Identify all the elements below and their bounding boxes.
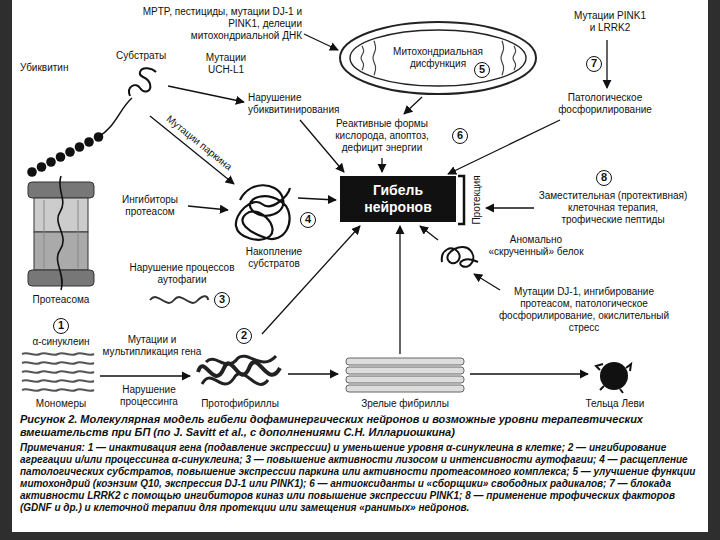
callout-number: 7: [586, 56, 602, 72]
annotation-label: Убиквитин: [20, 62, 90, 74]
arrow: [420, 226, 438, 240]
rotated-label: Протекция: [471, 175, 483, 224]
callout-number: 4: [300, 212, 316, 228]
callout-number: 5: [474, 62, 490, 78]
callout-number: 1: [53, 318, 69, 334]
misfolded-protein: [442, 247, 478, 267]
callout-number: 2: [236, 328, 252, 344]
lewy-body-halo: [596, 364, 631, 393]
arrow: [288, 373, 338, 374]
mitochondrion-node: Митохондриальная дисфункция: [338, 20, 538, 96]
substrate-tangle: [236, 185, 290, 239]
protein-chain: [57, 176, 63, 290]
chain-link: [98, 98, 132, 137]
callout-number: 3: [214, 292, 230, 308]
proteasome-ring: [34, 198, 88, 232]
fibril: [346, 358, 464, 365]
annotation-label: Нарушение процессинга: [108, 384, 190, 408]
protection-bracket: [458, 176, 464, 224]
arrow: [304, 34, 338, 50]
outcome-box: Гибель нейронов: [340, 176, 456, 222]
proteasome-ring: [34, 232, 88, 270]
annotation-label: Заместительная (протективная) клеточная …: [538, 190, 688, 226]
annotation-label: α-синуклеин: [20, 336, 102, 348]
crista: [373, 41, 376, 75]
arrow: [404, 97, 422, 114]
proteasome-stripe: [44, 200, 45, 268]
ubiquitin-bead: [37, 162, 47, 172]
annotation-label: Патологическое фосфорилирование: [550, 92, 660, 116]
annotation-label: Нарушение процессов аутофагии: [122, 262, 242, 286]
proteasome-stripe: [78, 200, 79, 268]
annotation-label: Мутации DJ-1, ингибирование протеасом, п…: [498, 286, 670, 334]
ubiquitin-bead: [56, 152, 66, 162]
monomer: [22, 371, 94, 373]
arrow: [381, 158, 382, 172]
arrow: [448, 120, 560, 174]
arrow: [168, 86, 244, 102]
outer-membrane: [340, 22, 536, 94]
annotation-label: Реактивные формы кислорода, апоптоз, деф…: [322, 118, 442, 154]
annotation-label: Накопление субстратов: [238, 246, 310, 270]
note-text: Примечания: 1 — инактивация гена (подавл…: [20, 442, 700, 514]
ubiquitin-bead: [65, 147, 75, 157]
annotation-label: Мутации UCH-L1: [196, 52, 256, 76]
annotation-label: Протеасома: [20, 294, 102, 306]
annotation-label: Субстраты: [116, 50, 186, 62]
callout-number: 6: [452, 128, 468, 144]
monomer: [22, 362, 94, 364]
inner-membrane: [350, 30, 526, 86]
protofibril: [206, 356, 276, 364]
rotated-label: Мутации паркина: [164, 113, 234, 173]
fibril: [346, 385, 464, 392]
figure-caption: Рисунок 2. Молекулярная модель гибели до…: [20, 413, 700, 439]
arrow: [150, 116, 234, 184]
fibril: [346, 376, 464, 383]
annotation-label: Аномально «скрученный» белок: [486, 234, 586, 258]
arrow: [262, 226, 360, 334]
arrow: [470, 373, 588, 374]
protofibril: [202, 374, 268, 385]
node-text: Гибель нейронов: [346, 182, 450, 216]
arrow: [100, 375, 190, 376]
annotation-label: MPTP, пестициды, мутации DJ-1 и PINK1, д…: [140, 6, 302, 42]
arrow: [399, 226, 400, 354]
crista: [361, 46, 364, 70]
arrow: [606, 40, 607, 88]
crista: [501, 41, 504, 75]
lewy-body: [600, 362, 628, 390]
arrow: [486, 207, 534, 208]
ubiquitin-bead: [75, 142, 85, 152]
arrow: [474, 274, 500, 290]
annotation-label: Нарушение убиквитинирования: [248, 92, 343, 116]
fibril: [346, 367, 464, 374]
ubiquitin-bead: [46, 157, 56, 167]
annotation-label: Зрелые фибриллы: [350, 398, 460, 410]
ubiquitin-bead: [84, 137, 94, 147]
crista: [513, 46, 516, 70]
annotation-label: Тельца Леви: [570, 398, 660, 410]
annotation-label: Ингибиторы протеасом: [114, 194, 186, 218]
arrow: [298, 198, 336, 200]
monomer: [22, 380, 94, 382]
annotation-label: Мономеры: [20, 398, 102, 410]
ubiquitin-bead: [27, 167, 37, 177]
arrow: [188, 206, 228, 210]
substrate-squiggle: [129, 68, 156, 96]
callout-number: 8: [596, 170, 612, 186]
autophagy-squiggle: [150, 296, 208, 303]
annotation-label: Протофибриллы: [190, 398, 290, 410]
monomer: [22, 389, 94, 391]
annotation-label: Мутации PINK1 и LRRK2: [572, 10, 648, 34]
annotation-label: Мутации и мультипликация гена: [100, 334, 204, 358]
monomer: [22, 353, 94, 355]
